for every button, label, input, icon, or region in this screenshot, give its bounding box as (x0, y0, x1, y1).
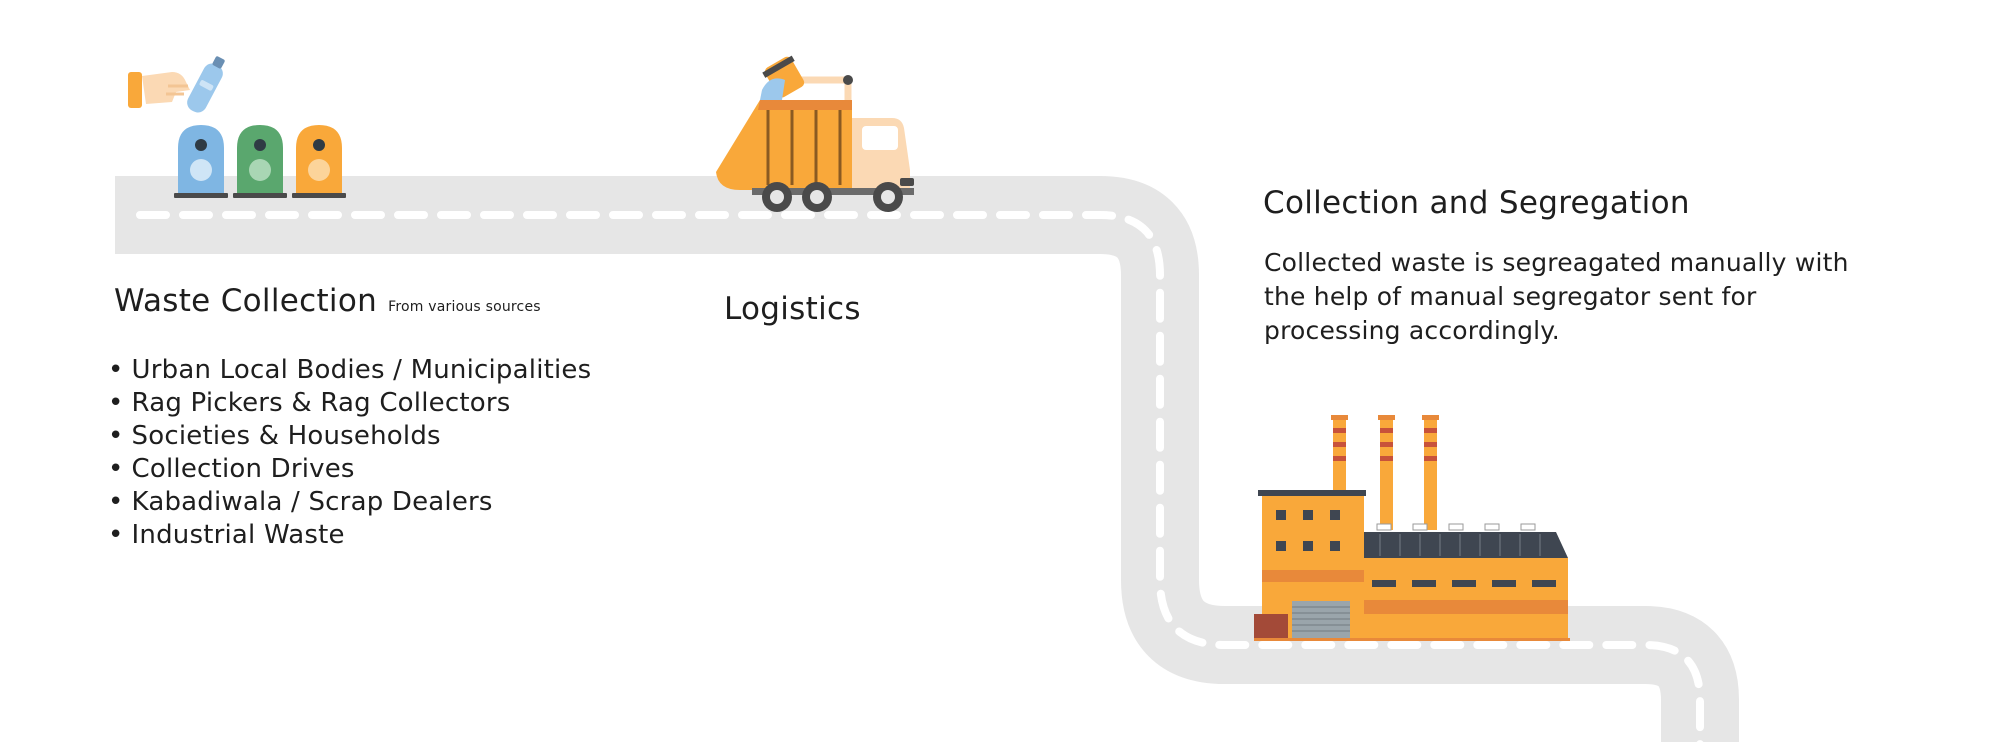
chimney (1378, 415, 1395, 530)
list-item: Kabadiwala / Scrap Dealers (108, 486, 591, 519)
list-item: Urban Local Bodies / Municipalities (108, 354, 592, 387)
garbage-truck-icon (716, 55, 914, 212)
road-markings (136, 211, 1704, 742)
blue-bin (174, 125, 228, 198)
waste-collection-title: Waste Collection (114, 283, 378, 319)
factory-icon (1254, 415, 1570, 641)
segregation-description: Collected waste is segreagated manually … (1264, 248, 1849, 345)
chimney (1422, 415, 1439, 530)
waste-collection-subtitle: From various sources (388, 299, 541, 315)
list-item: Rag Pickers & Rag Collectors (108, 387, 591, 420)
list-item: Collection Drives (108, 453, 591, 486)
hand-with-bottle-icon (128, 56, 225, 113)
orange-bin (292, 125, 346, 198)
list-item: Societies & Households (108, 420, 591, 453)
green-bin (233, 125, 287, 198)
waste-sources-list: Urban Local Bodies / Municipalities Rag … (108, 354, 592, 552)
waste-collection-heading: Waste Collection From various sources (114, 283, 541, 319)
logistics-title: Logistics (724, 291, 861, 327)
list-item: Industrial Waste (108, 519, 591, 552)
chimney (1331, 415, 1348, 493)
segregation-title: Collection and Segregation (1263, 185, 1690, 221)
recycling-bins-icon (174, 125, 346, 198)
